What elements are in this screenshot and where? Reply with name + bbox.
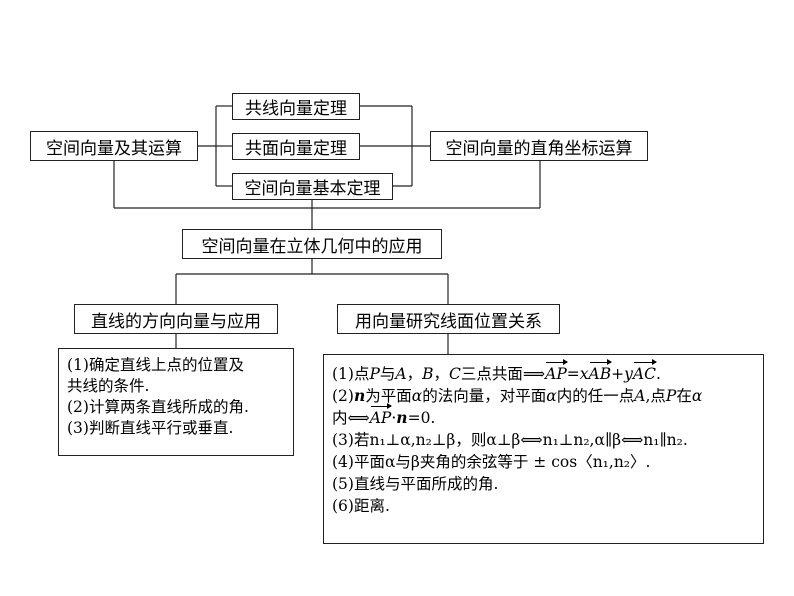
node-coordinate-ops: 空间向量的直角坐标运算 xyxy=(430,131,648,161)
right-panel-line-4: (3)若n₁⊥α,n₂⊥β，则α⊥β⟺n₁⊥n₂,α∥β⟺n₁∥n₂. xyxy=(332,431,688,449)
panel-line-applications: (1)确定直线上点的位置及 共线的条件. (2)计算两条直线所成的角. (3)判… xyxy=(58,348,294,456)
node-coplanar-theorem: 共面向量定理 xyxy=(232,133,360,160)
vector-AP-2: AP xyxy=(369,403,392,427)
vector-AC: AC xyxy=(632,359,658,383)
left-panel-line-1: (1)确定直线上点的位置及 xyxy=(67,356,244,374)
left-panel-line-3: (2)计算两条直线所成的角. xyxy=(67,398,249,416)
node-application: 空间向量在立体几何中的应用 xyxy=(182,229,442,259)
left-panel-line-4: (3)判断直线平行或垂直. xyxy=(67,419,234,437)
node-collinear-theorem: 共线向量定理 xyxy=(232,93,360,120)
right-panel-line-1: (1)点P与A，B，C三点共面⟹AP=xAB+yAC. xyxy=(332,359,661,383)
node-basic-theorem: 空间向量基本定理 xyxy=(232,173,393,200)
right-panel-line-5: (4)平面α与β夹角的余弦等于 ± cos〈n₁,n₂〉. xyxy=(332,453,651,471)
vector-AB: AB xyxy=(588,359,612,383)
vector-AP: AP xyxy=(545,359,568,383)
node-study-relations: 用向量研究线面位置关系 xyxy=(337,304,560,334)
right-panel-line-3: 内⟺AP·n=0. xyxy=(332,403,436,427)
left-panel-line-2: 共线的条件. xyxy=(67,377,150,395)
node-space-vector-ops: 空间向量及其运算 xyxy=(30,131,198,161)
right-panel-line-2: (2)n为平面α的法向量，对平面α内的任一点A,点P在α xyxy=(332,386,703,405)
right-panel-line-6: (5)直线与平面所成的角. xyxy=(332,475,499,493)
right-panel-line-7: (6)距离. xyxy=(332,497,390,515)
panel-position-relations: (1)点P与A，B，C三点共面⟹AP=xAB+yAC. (2)n为平面α的法向量… xyxy=(323,354,764,544)
node-line-direction: 直线的方向向量与应用 xyxy=(74,304,278,334)
